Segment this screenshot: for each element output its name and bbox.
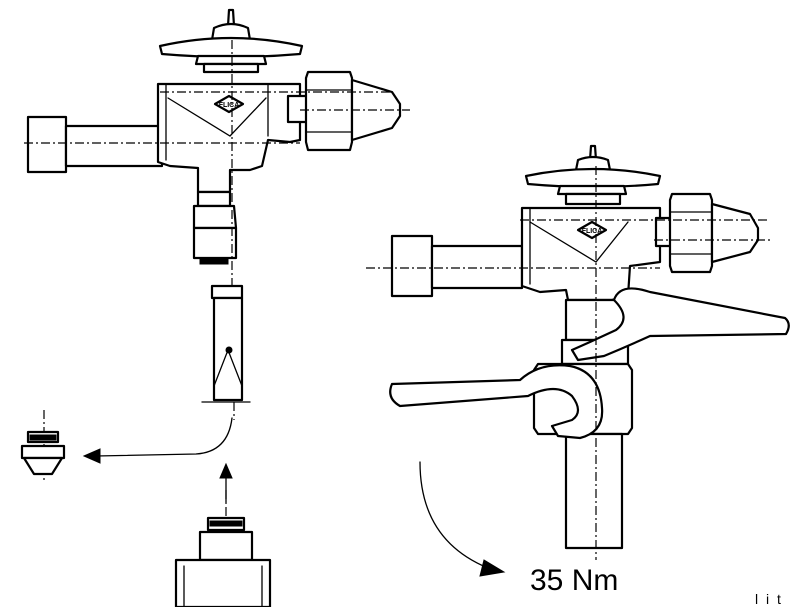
removal-arrow [95, 417, 233, 457]
torque-arrow [419, 461, 489, 569]
torque-label: 35 Nm [530, 564, 619, 597]
upper-wrench [570, 287, 790, 362]
right-center-lines [366, 166, 770, 560]
removal-arrow-head [82, 448, 101, 464]
left-valve-body: FLICA [26, 8, 402, 265]
svg-text:FLICA: FLICA [582, 228, 603, 235]
insert-arrow-head [219, 462, 233, 479]
flica-logo-icon [213, 94, 245, 114]
corner-text: l i t [755, 591, 783, 607]
logo-text: FLICA [219, 102, 240, 109]
lower-wrench [389, 364, 604, 440]
flica-logo-right-icon [576, 220, 608, 240]
right-valve-body: FLICA [390, 144, 760, 550]
torque-arrow-head [479, 559, 506, 577]
lower-fitting [174, 516, 272, 607]
removed-part [20, 430, 66, 476]
orifice-insert [201, 284, 251, 403]
